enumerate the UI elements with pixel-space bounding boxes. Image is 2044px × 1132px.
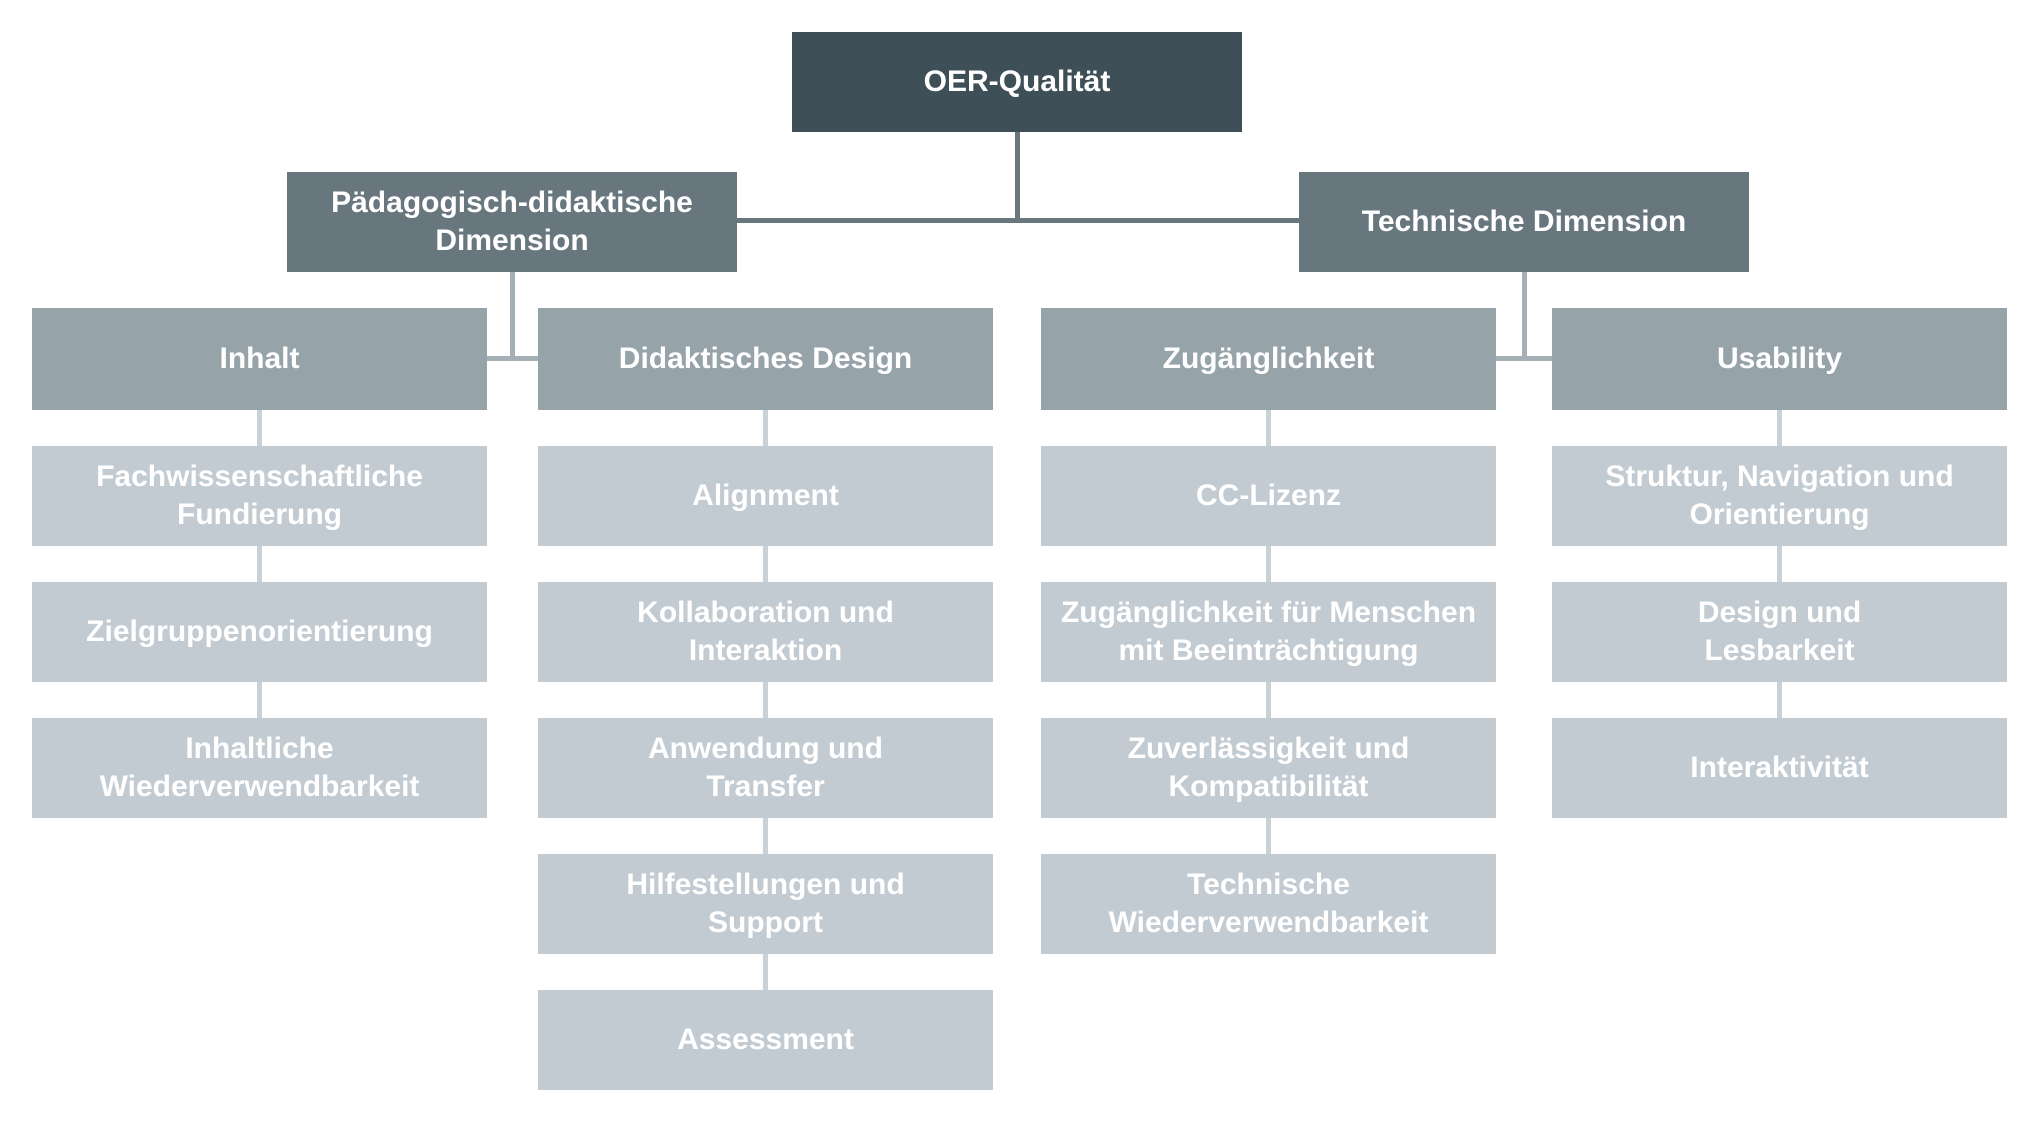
connector-zugaenglichkeit-1 <box>1266 410 1271 446</box>
connector-zugaenglichkeit-2 <box>1266 546 1271 582</box>
node-technische-dimension: Technische Dimension <box>1299 172 1749 272</box>
connector-usability-2 <box>1777 546 1782 582</box>
connector-zugaenglichkeit-4 <box>1266 818 1271 854</box>
node-cc-lizenz: CC-Lizenz <box>1041 446 1496 546</box>
node-design-und-lesbarkeit: Design und Lesbarkeit <box>1552 582 2007 682</box>
connector-root-vertical <box>1015 132 1020 222</box>
connector-inhalt-1 <box>257 410 262 446</box>
connector-dimensions-horizontal <box>737 218 1299 223</box>
node-fachwissenschaftliche-fundierung: Fachwissenschaftliche Fundierung <box>32 446 487 546</box>
connector-technische-vertical <box>1522 272 1527 360</box>
connector-inhalt-2 <box>257 546 262 582</box>
node-hilfestellungen-und-support: Hilfestellungen und Support <box>538 854 993 954</box>
node-technische-wiederverwendbarkeit: Technische Wiederverwendbarkeit <box>1041 854 1496 954</box>
connector-paedagogisch-bridge <box>487 356 538 361</box>
node-zugaenglichkeit-beeintraechtigung: Zugänglichkeit für Menschen mit Beeinträ… <box>1041 582 1496 682</box>
node-kollaboration-und-interaktion: Kollaboration und Interaktion <box>538 582 993 682</box>
connector-zugaenglichkeit-3 <box>1266 682 1271 718</box>
connector-didaktik-2 <box>763 546 768 582</box>
node-inhaltliche-wiederverwendbarkeit: Inhaltliche Wiederverwendbarkeit <box>32 718 487 818</box>
connector-technische-bridge <box>1496 356 1552 361</box>
connector-didaktik-5 <box>763 954 768 990</box>
node-zuverlaessigkeit-und-kompatibilitaet: Zuverlässigkeit und Kompatibilität <box>1041 718 1496 818</box>
node-zielgruppenorientierung: Zielgruppenorientierung <box>32 582 487 682</box>
node-paedagogisch-didaktische-dimension: Pädagogisch-didaktische Dimension <box>287 172 737 272</box>
node-assessment: Assessment <box>538 990 993 1090</box>
node-didaktisches-design: Didaktisches Design <box>538 308 993 410</box>
node-alignment: Alignment <box>538 446 993 546</box>
connector-usability-3 <box>1777 682 1782 718</box>
node-interaktivitaet: Interaktivität <box>1552 718 2007 818</box>
connector-usability-1 <box>1777 410 1782 446</box>
node-usability: Usability <box>1552 308 2007 410</box>
connector-didaktik-1 <box>763 410 768 446</box>
connector-paedagogisch-vertical <box>510 272 515 360</box>
connector-didaktik-4 <box>763 818 768 854</box>
node-struktur-navigation-orientierung: Struktur, Navigation und Orientierung <box>1552 446 2007 546</box>
node-inhalt: Inhalt <box>32 308 487 410</box>
node-anwendung-und-transfer: Anwendung und Transfer <box>538 718 993 818</box>
connector-didaktik-3 <box>763 682 768 718</box>
node-oer-qualitaet: OER-Qualität <box>792 32 1242 132</box>
connector-inhalt-3 <box>257 682 262 718</box>
node-zugaenglichkeit: Zugänglichkeit <box>1041 308 1496 410</box>
